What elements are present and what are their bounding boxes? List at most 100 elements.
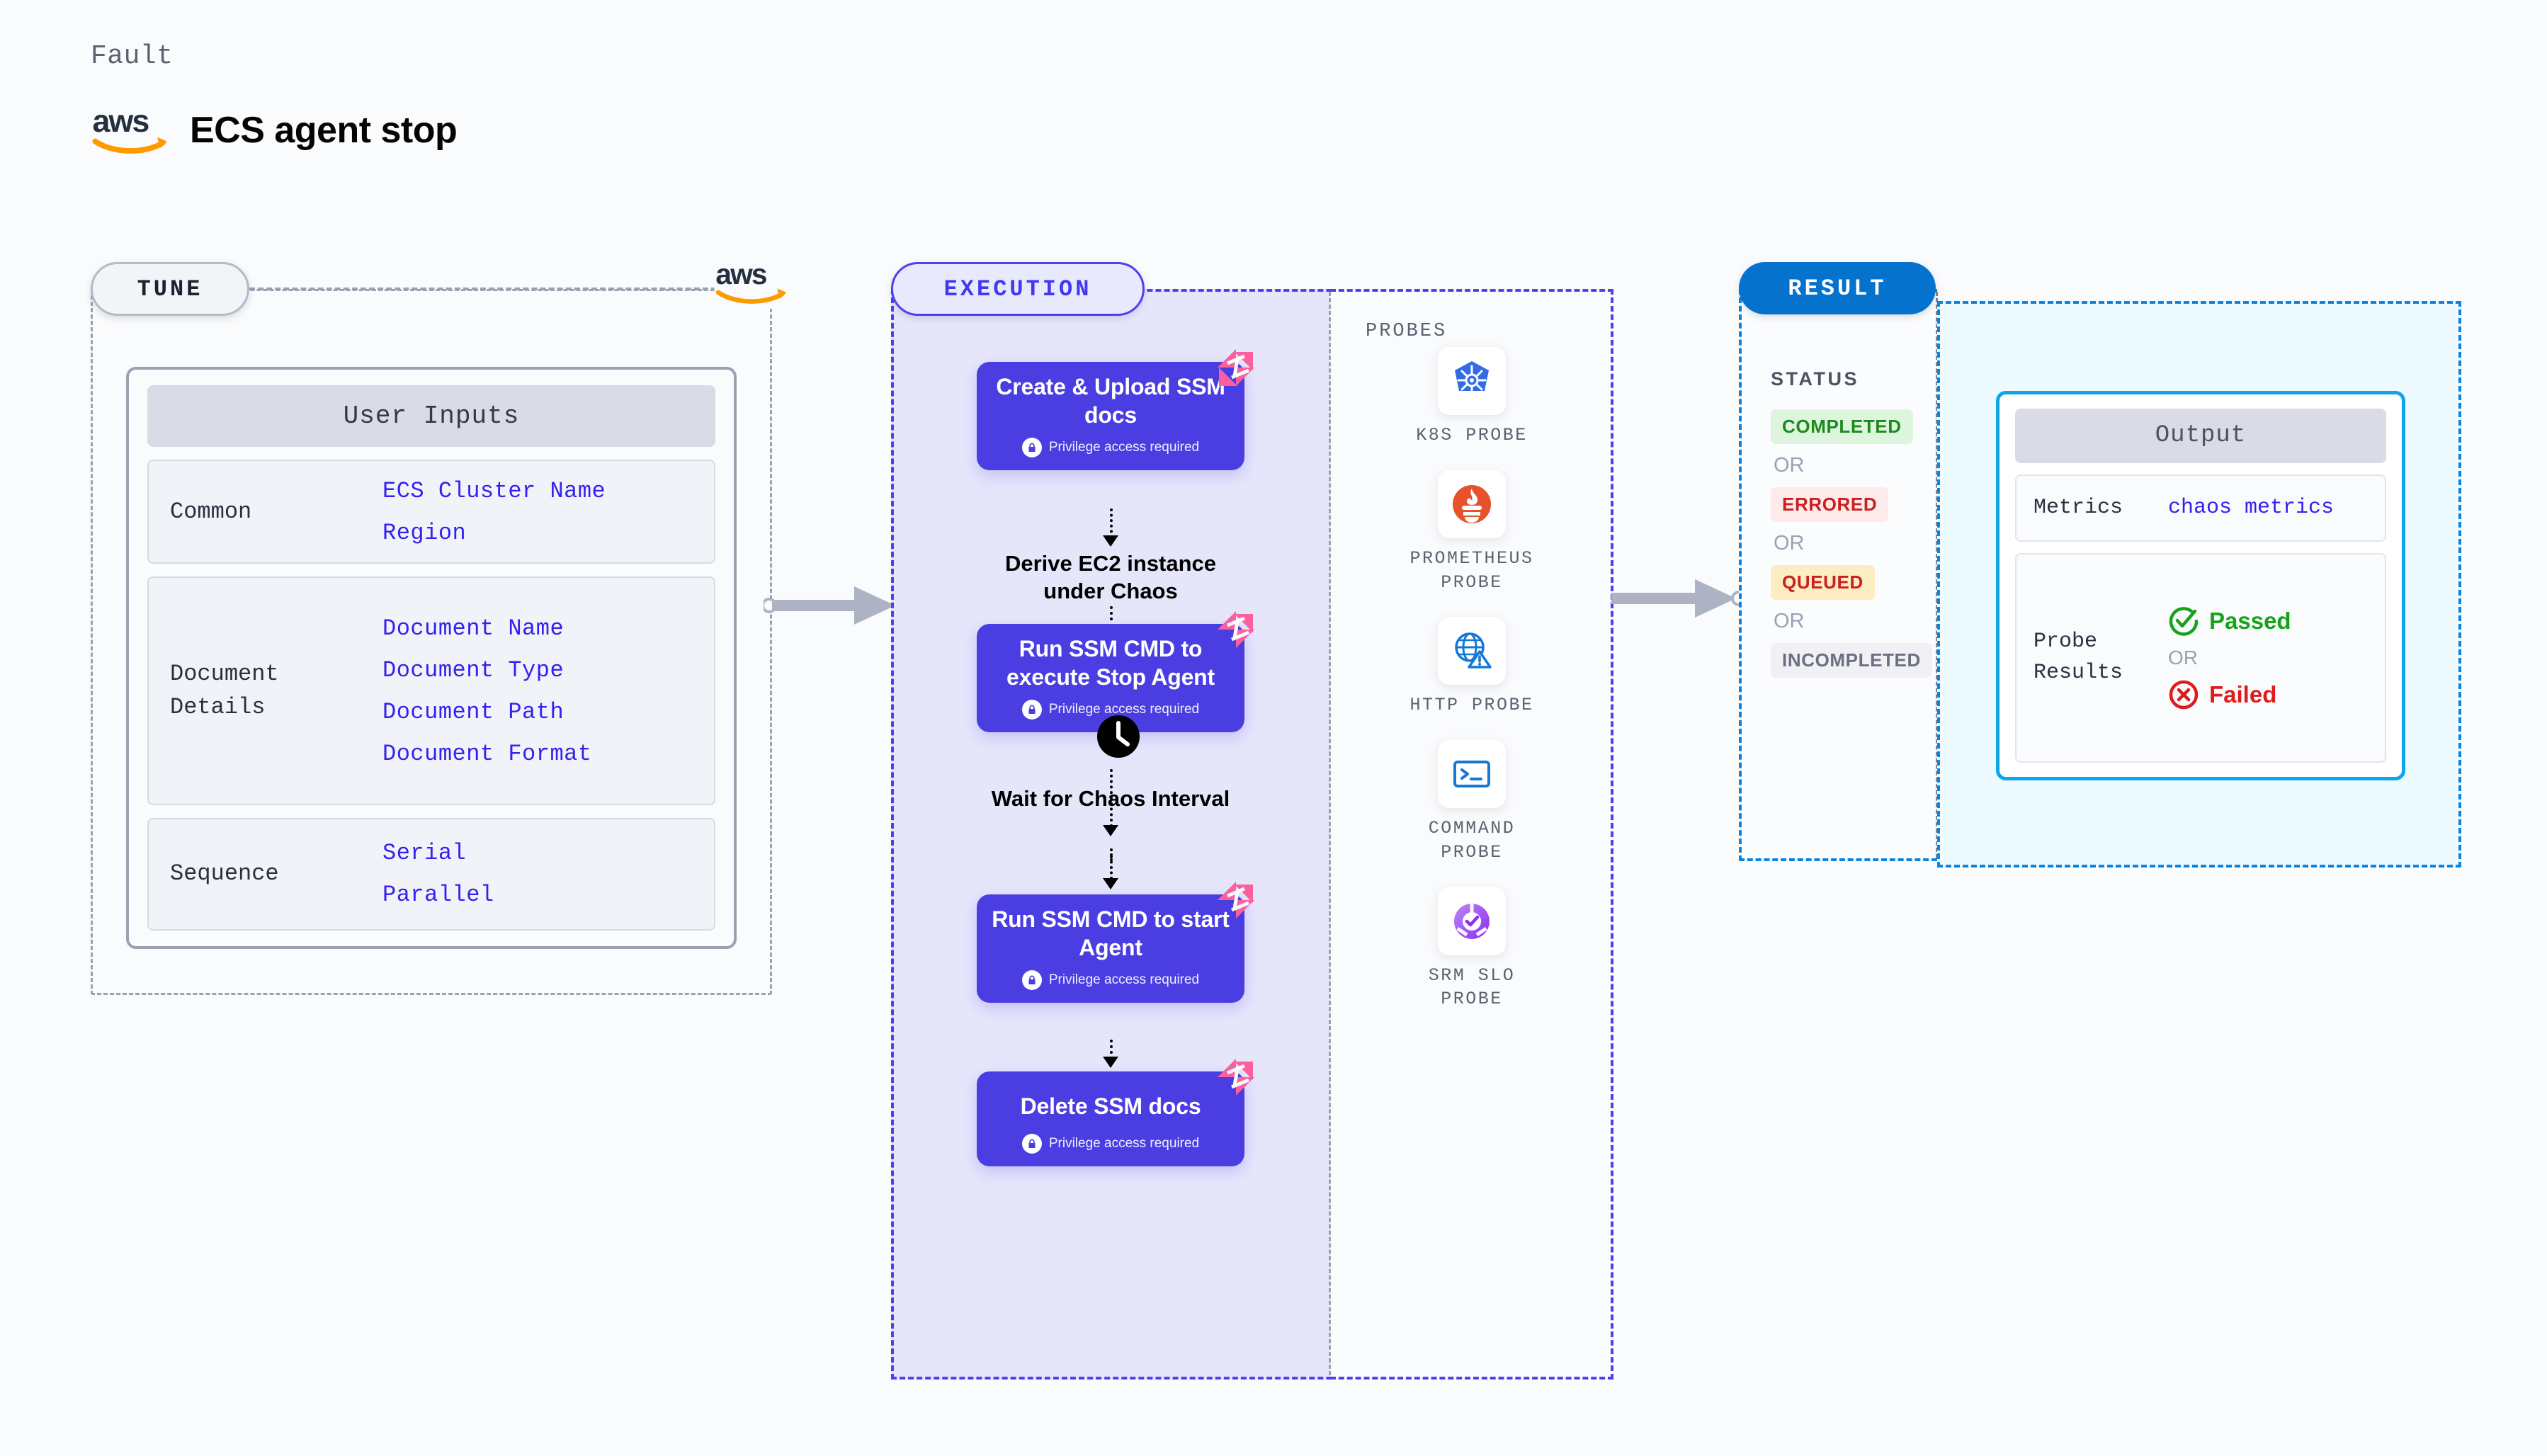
input-value[interactable]: Document Path [382,698,565,725]
result-right-divider [1936,292,1938,858]
harness-ribbon-icon [1218,1059,1254,1096]
node-subtitle: Privilege access required [1048,440,1200,455]
node-subtitle-row: Privilege access required [989,438,1232,458]
probe-label: PROMETHEUS PROBE [1409,547,1534,593]
flow-arrowhead [1103,878,1118,889]
flow-arrow-tune-to-execution [764,586,905,625]
execution-node-delete-ssm-docs[interactable]: Delete SSM docs Privilege access require… [977,1059,1254,1166]
node-subtitle-row: Privilege access required [989,1133,1232,1154]
output-header: Output [2015,409,2386,463]
input-value[interactable]: Serial [382,840,467,867]
output-card: Output Metrics chaos metrics Probe Resul… [1996,391,2405,780]
execution-node-create-upload-ssm-docs[interactable]: Create & Upload SSM docs Privilege acces… [977,349,1254,471]
tune-pill[interactable]: TUNE [91,262,249,316]
tune-connector-line [249,288,717,290]
lock-icon [1021,700,1042,720]
terminal-icon [1438,740,1506,808]
probe-label: HTTP PROBE [1409,695,1534,716]
input-value[interactable]: Document Name [382,615,565,642]
node-subtitle-row: Privilege access required [989,700,1232,720]
user-inputs-header: User Inputs [147,385,715,448]
status-or-label: OR [1774,610,1805,632]
status-badge-queued: QUEUED [1771,565,1875,600]
flow-arrowhead [1103,825,1118,836]
input-group-values: Serial Parallel [382,840,494,908]
input-group-label: Sequence [170,860,279,887]
flow-connector [1110,1040,1113,1059]
node-subtitle-row: Privilege access required [989,970,1232,991]
svg-text:aws: aws [715,258,766,290]
status-or-label: OR [1774,532,1805,554]
input-value[interactable]: Document Format [382,740,592,767]
node-subtitle: Privilege access required [1048,1135,1200,1151]
probe-result-passed: Passed [2168,605,2291,637]
fault-title-row: aws ECS agent stop [91,103,458,158]
node-subtitle: Privilege access required [1048,702,1200,717]
srm-slo-icon [1438,887,1506,955]
node-title: Run SSM CMD to start Agent [992,906,1230,960]
probe-item-command[interactable]: COMMAND PROBE [1405,740,1539,865]
execution-node-run-ssm-stop-agent[interactable]: Run SSM CMD to execute Stop Agent Privil… [977,611,1254,733]
input-group-label-line1: Document Details [170,661,279,720]
flow-connector [1110,855,1113,880]
input-value[interactable]: Region [382,519,467,546]
output-metrics-label: Metrics [2033,495,2123,520]
flow-connector [1110,606,1113,620]
lock-icon [1021,438,1042,458]
probe-item-srm-slo[interactable]: SRM SLO PROBE [1405,887,1539,1012]
flow-connector [1110,848,1113,861]
flow-connector [1110,769,1113,827]
flow-arrow-execution-to-result [1611,579,1746,618]
node-title: Run SSM CMD to execute Stop Agent [1006,636,1215,690]
input-group-document-details: Document Details Document Name Document … [147,576,715,805]
probe-result-failed: Failed [2168,679,2291,710]
output-probe-results-row: Probe Results Passed OR Failed [2015,552,2386,763]
execution-node-run-ssm-start-agent[interactable]: Run SSM CMD to start Agent Privilege acc… [977,882,1254,1003]
page-header: Fault aws ECS agent stop [91,41,458,158]
input-group-label: Common [170,498,252,525]
probe-result-passed-label: Passed [2209,607,2291,634]
result-pill[interactable]: RESULT [1739,262,1936,314]
input-group-sequence: Sequence Serial Parallel [147,817,715,931]
probe-item-prometheus[interactable]: PROMETHEUS PROBE [1405,470,1539,595]
probe-label: SRM SLO PROBE [1428,965,1516,1010]
page-title: ECS agent stop [190,110,458,151]
input-value[interactable]: Parallel [382,882,494,909]
flow-connector [1110,508,1113,538]
status-badge-completed: COMPLETED [1771,409,1913,444]
probe-item-k8s[interactable]: K8S PROBE [1416,347,1528,448]
status-badge-incompleted: INCOMPLETED [1771,643,1932,678]
x-circle-icon [2169,680,2199,710]
input-group-common: Common ECS Cluster Name Region [147,460,715,564]
output-metrics-row: Metrics chaos metrics [2015,474,2386,542]
aws-logo-icon: aws [714,256,793,309]
execution-step-derive-ec2: Derive EC2 instance under Chaos [1004,551,1217,604]
prometheus-icon [1438,470,1506,538]
status-badge-errored: ERRORED [1771,487,1889,522]
probes-title: PROBES [1366,321,1448,342]
node-title: Create & Upload SSM docs [996,374,1225,428]
svg-text:aws: aws [92,103,149,139]
execution-flow: Create & Upload SSM docs Privilege acces… [891,289,1330,1380]
lock-icon [1021,970,1042,991]
harness-ribbon-icon [1218,349,1254,386]
probes-list: K8S PROBE PROMETHEUS PROBE [1330,347,1613,1011]
input-value[interactable]: ECS Cluster Name [382,477,606,504]
input-group-values: ECS Cluster Name Region [382,478,606,546]
http-globe-icon [1438,617,1506,686]
probe-result-or-label: OR [2168,646,2198,669]
kubernetes-icon [1438,347,1506,415]
fault-kicker: Fault [91,41,174,72]
flow-arrowhead [1103,535,1118,547]
clock-icon [1096,715,1140,762]
output-metrics-value[interactable]: chaos metrics [2168,496,2335,521]
input-value[interactable]: Document Type [382,656,565,683]
probe-label: K8S PROBE [1416,425,1528,445]
probe-item-http[interactable]: HTTP PROBE [1409,617,1533,717]
probes-divider [1329,292,1331,1375]
output-probe-results-label: Probe Results [2033,627,2168,688]
flow-arrowhead [1103,1057,1118,1068]
harness-ribbon-icon [1218,611,1254,648]
execution-pill[interactable]: EXECUTION [891,262,1145,316]
lock-icon [1021,1133,1042,1154]
